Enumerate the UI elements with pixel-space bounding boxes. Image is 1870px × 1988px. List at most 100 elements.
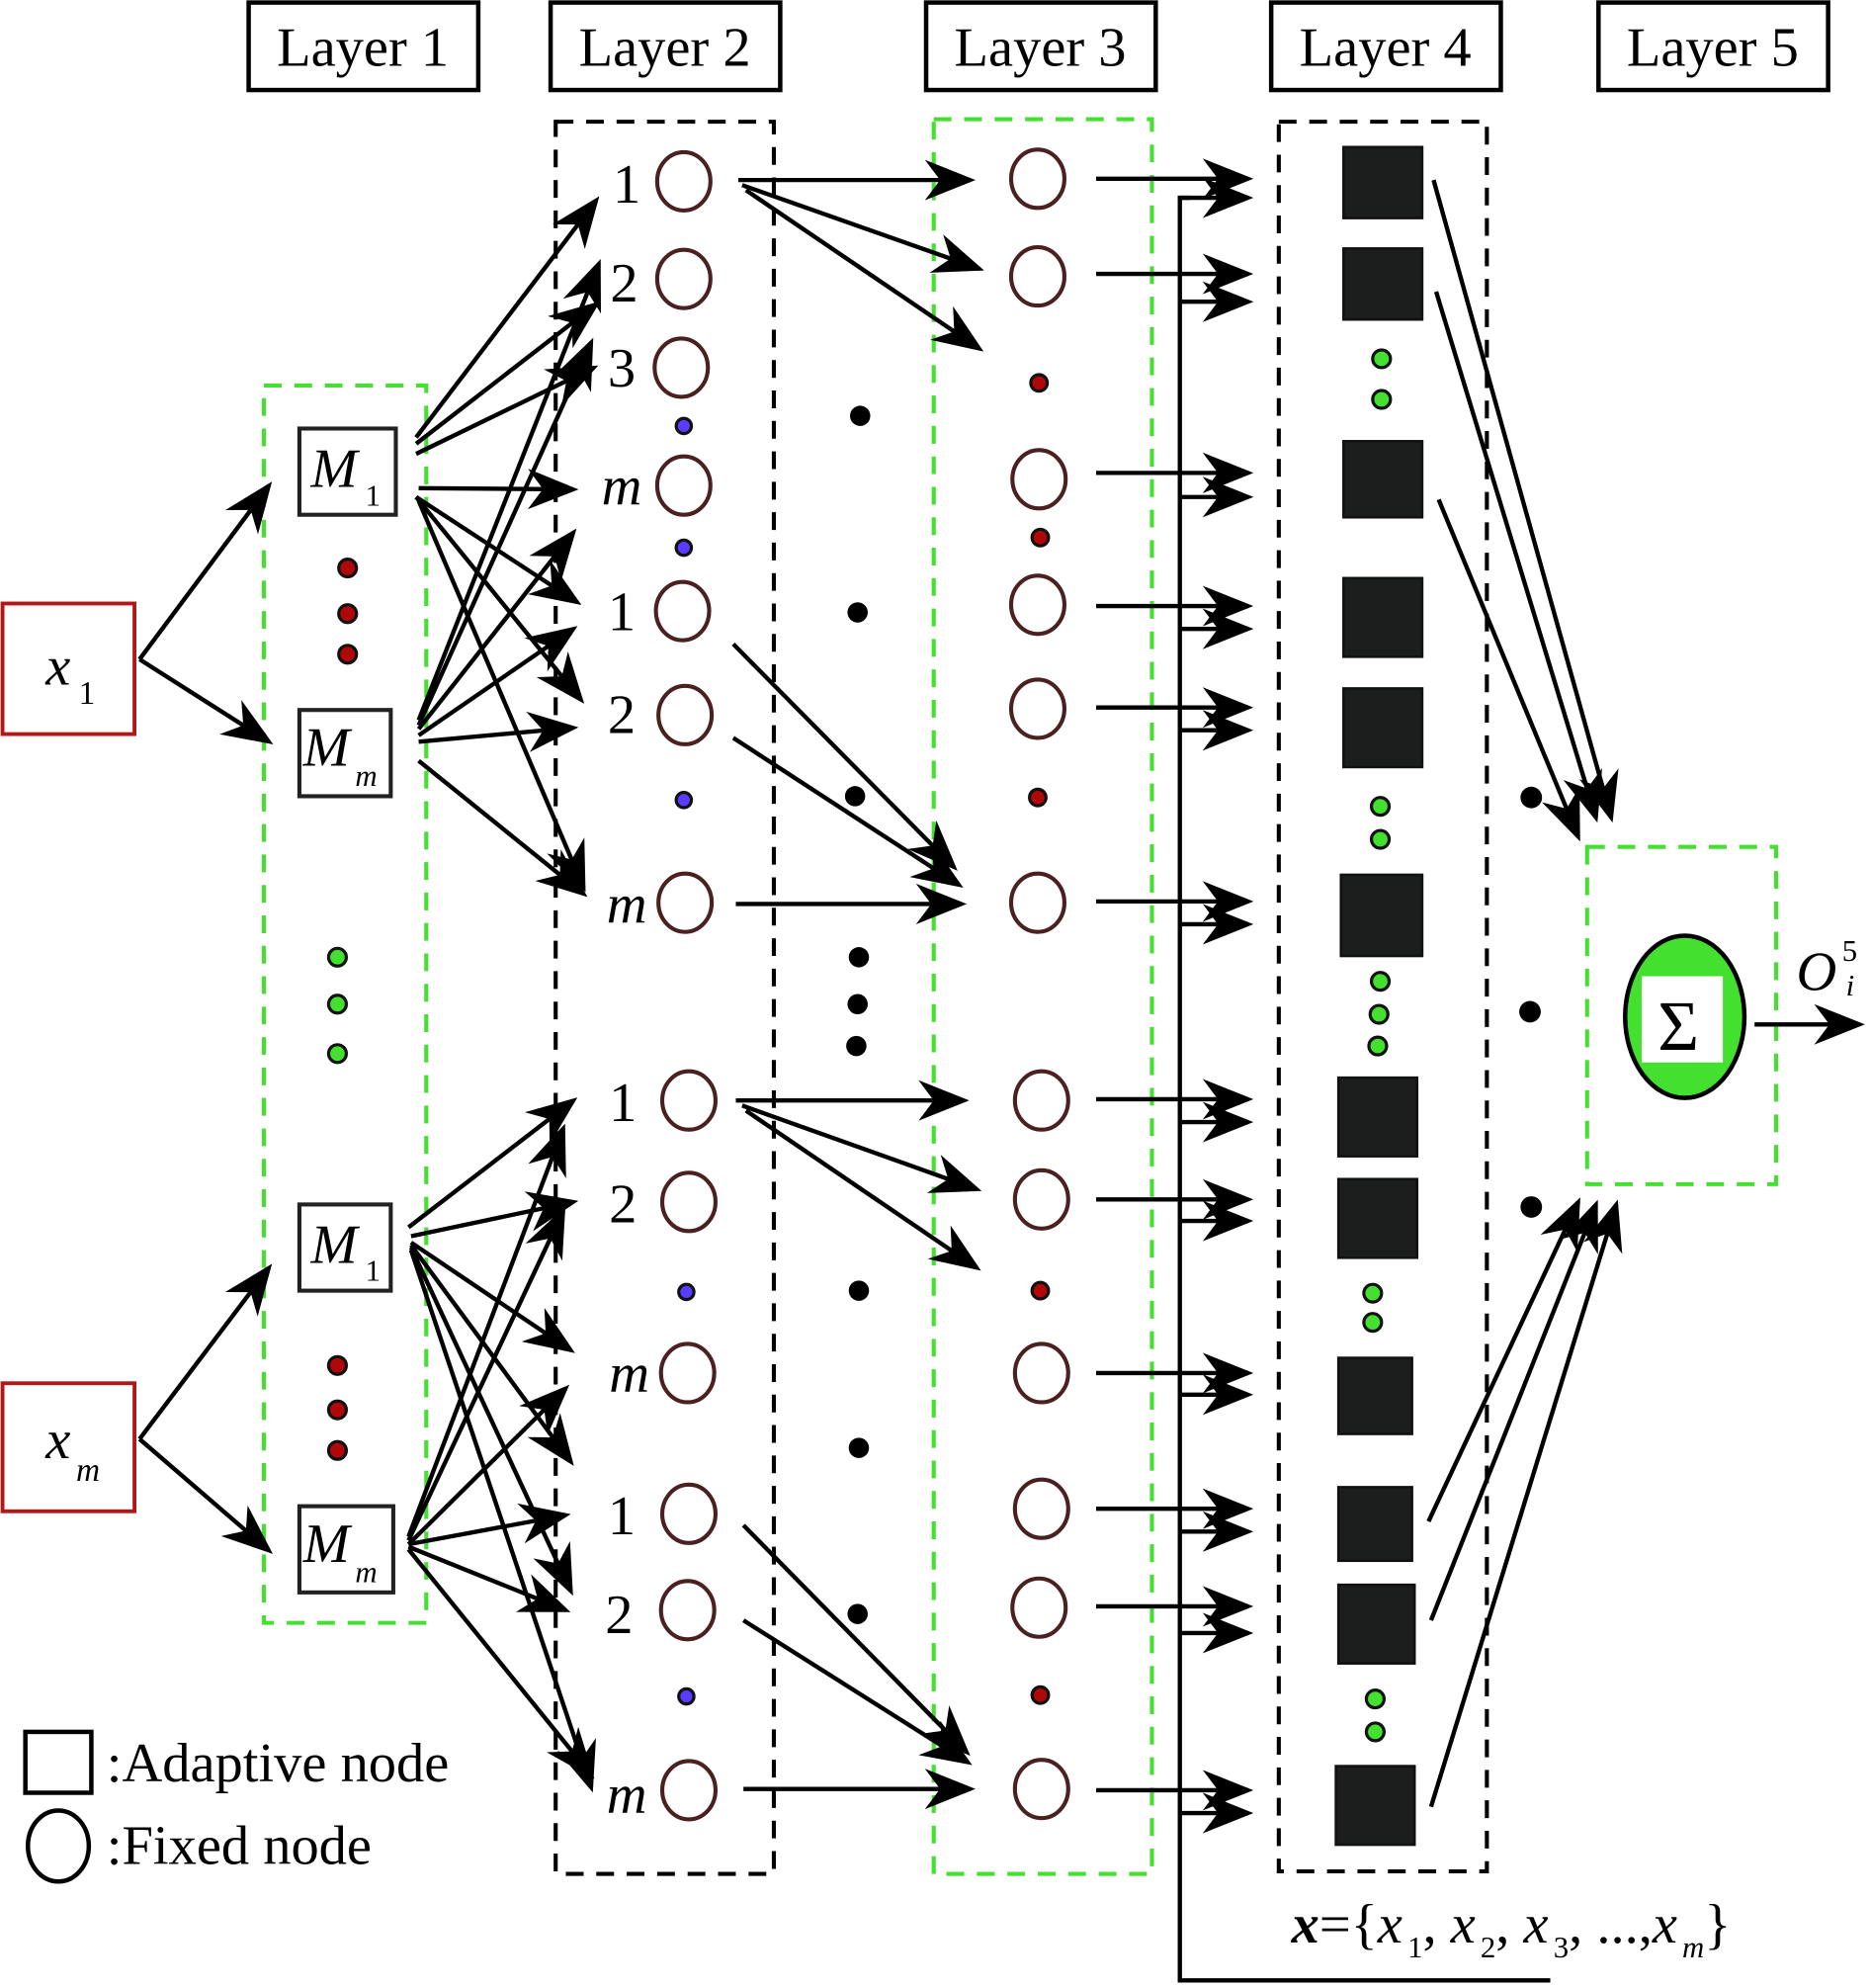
- layer-4-title-text: Layer 4: [1300, 18, 1472, 79]
- ellipsis-dot-red: [337, 644, 359, 665]
- layer-titles: Layer 1 Layer 2 Layer 3 Layer 4 Layer 5: [246, 0, 1830, 93]
- legend-fixed: :Fixed node: [25, 1808, 372, 1884]
- rule-node-label: 2: [610, 253, 638, 314]
- formula-sub: 1: [1407, 1931, 1422, 1964]
- layer-3-nodes: [1008, 147, 1070, 1821]
- layer-2-nodes: 1 2 3 m 1 2 m 1 2 m 1 2 m: [602, 149, 718, 1826]
- layer-5-title: Layer 5: [1596, 0, 1830, 93]
- ellipsis-dot-red: [326, 1354, 349, 1376]
- summation-node: Σ: [1623, 933, 1747, 1100]
- ellipsis-dot-red: [1030, 527, 1051, 548]
- membership-node-m-1: M 1: [297, 1202, 393, 1293]
- ellipsis-dot-green: [1369, 796, 1392, 818]
- output-subscript: i: [1846, 969, 1855, 1002]
- formula-var: x: [1652, 1894, 1677, 1955]
- rule-node-label: m: [609, 1343, 649, 1405]
- ellipsis-dot-black: [850, 405, 871, 426]
- mf-label: M: [302, 718, 353, 779]
- rule-node-label: 2: [605, 1585, 633, 1646]
- ellipsis-dot-green: [1362, 1282, 1384, 1304]
- normalization-node: [1010, 448, 1068, 511]
- formula-ellipsis: ...,: [1596, 1894, 1652, 1955]
- consequent-node: [1342, 687, 1424, 769]
- mf-label: M: [309, 439, 360, 500]
- ellipsis-dot-blue: [677, 1282, 696, 1302]
- legend-adaptive-label: :Adaptive node: [107, 1733, 450, 1794]
- rule-node: m: [607, 871, 715, 936]
- normalization-node: [1012, 1758, 1070, 1821]
- ellipsis-dot-black: [844, 786, 866, 807]
- ellipsis-dot-green: [1371, 389, 1393, 410]
- rule-node: 2: [609, 1170, 718, 1235]
- ellipsis-dot-red: [337, 557, 359, 579]
- square-icon: [23, 1729, 94, 1795]
- layer-3-group-box: [931, 117, 1154, 1876]
- ellipsis-dot-red: [337, 603, 359, 625]
- consequent-node: [1342, 440, 1424, 519]
- layer-1-ellipsis-dots: [326, 557, 359, 1461]
- normalization-node: [1008, 871, 1066, 934]
- sigma-symbol: Σ: [1658, 987, 1699, 1066]
- rule-node: m: [609, 1341, 717, 1405]
- layer-3-title: Layer 3: [923, 0, 1158, 93]
- consequent-node: [1342, 576, 1424, 658]
- consequent-node: [1334, 1765, 1416, 1847]
- ellipsis-dot-black: [847, 1603, 868, 1624]
- normalization-node: [1010, 1576, 1068, 1639]
- ellipsis-dot-red: [326, 1399, 349, 1421]
- consequent-node: [1336, 1486, 1413, 1563]
- rule-node-label: 1: [608, 581, 636, 643]
- ellipsis-dot-green: [1362, 1312, 1384, 1334]
- ellipsis-dot-green: [1369, 828, 1392, 850]
- mf-sub: 1: [366, 1253, 381, 1287]
- normalization-node: [1012, 1069, 1070, 1132]
- output-symbol: O: [1797, 942, 1837, 1003]
- formula-sub: 3: [1554, 1931, 1569, 1964]
- ellipsis-dot-green: [1368, 1003, 1390, 1025]
- ellipsis-dot-red: [1029, 373, 1050, 393]
- ellipsis-dot-black: [846, 1035, 867, 1057]
- membership-node-1-m: M m: [297, 708, 393, 799]
- layer-4-group-box: [1276, 120, 1489, 1874]
- ellipsis-dot-green: [1364, 1721, 1386, 1743]
- ellipsis-dot-red: [1028, 787, 1048, 808]
- ellipsis-dot-red: [1030, 1685, 1051, 1705]
- input-xm-symbol: x: [44, 1410, 70, 1471]
- rule-node-label: m: [607, 1765, 647, 1826]
- rule-node: 3: [608, 336, 711, 399]
- rule-node: m: [602, 454, 713, 517]
- ellipsis-dot-blue: [677, 1686, 696, 1706]
- layer-4-title: Layer 4: [1268, 0, 1503, 93]
- formula-sub: 2: [1481, 1931, 1495, 1964]
- ellipsis-dot-blue: [674, 790, 694, 810]
- rule-node: 1: [608, 579, 712, 643]
- rule-node-label: 1: [613, 154, 640, 216]
- normalization-node: [1008, 245, 1066, 308]
- rule-node-label: m: [602, 456, 642, 517]
- ellipsis-dot-black: [847, 994, 868, 1015]
- layer-2-title: Layer 2: [548, 0, 783, 93]
- formula-lhs: x: [1291, 1894, 1319, 1955]
- legend-fixed-label: :Fixed node: [107, 1815, 372, 1876]
- ellipsis-dot-black: [847, 602, 868, 623]
- formula-var: x: [1450, 1894, 1476, 1955]
- rule-node-label: m: [607, 875, 647, 936]
- mf-label: M: [309, 1214, 360, 1275]
- mf-label: M: [302, 1513, 353, 1575]
- input-x1-symbol: x: [44, 637, 70, 698]
- normalization-node: [1012, 1477, 1070, 1540]
- circle-icon: [25, 1808, 92, 1884]
- output-superscript: 5: [1842, 934, 1857, 968]
- layer-2-to-3-connections: [731, 159, 984, 1810]
- normalization-node: [1012, 1341, 1070, 1405]
- rule-node: 2: [610, 247, 713, 314]
- input-connections: [137, 481, 274, 1554]
- layer-4-nodes: [1334, 145, 1424, 1847]
- legend: :Adaptive node :Fixed node: [23, 1729, 450, 1884]
- rule-node: m: [607, 1759, 718, 1826]
- rule-node-label: 1: [608, 1486, 636, 1547]
- layer-3-ellipsis-dots: [1028, 373, 1051, 1705]
- ellipsis-dot-green: [1371, 348, 1393, 370]
